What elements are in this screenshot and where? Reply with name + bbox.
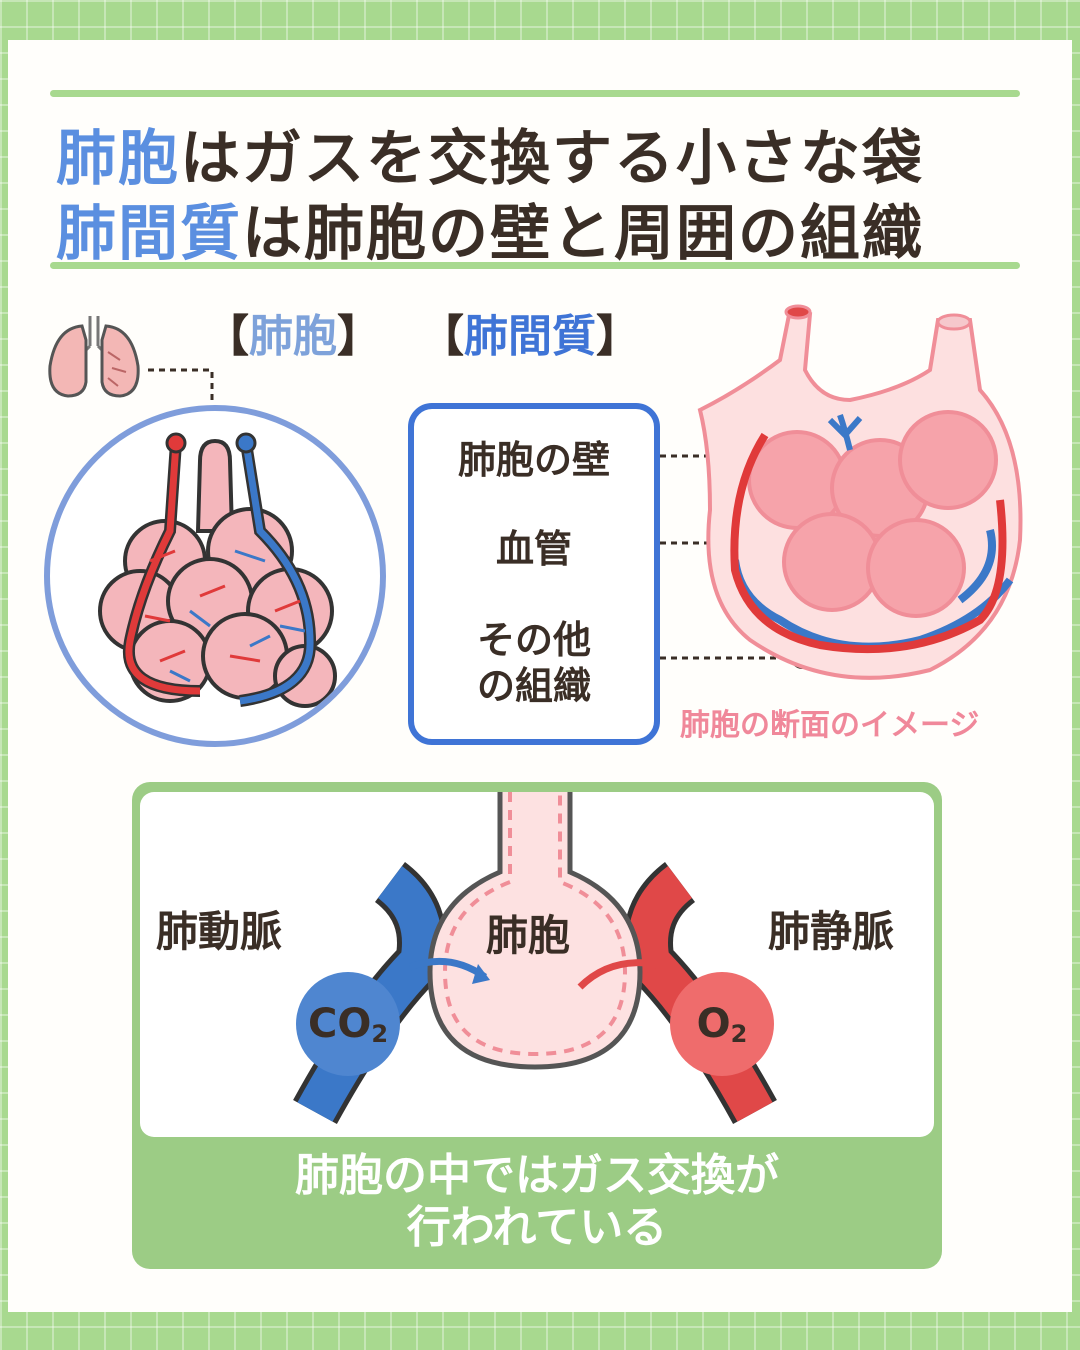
alveoli-cluster-lens	[44, 405, 386, 747]
pulmonary-vein-label: 肺静脈	[768, 907, 895, 956]
list-item-other-tissue: その他 の組織	[476, 618, 591, 708]
title-line-2-text: は肺胞の壁と周囲の組織	[242, 199, 924, 269]
co2-text: CO	[307, 1001, 372, 1047]
o2-subscript: 2	[730, 1020, 748, 1048]
interstitium-heading: 【肺間質】	[420, 311, 640, 362]
title-keyword-alveoli: 肺胞	[56, 124, 180, 194]
title-line-2: 肺間質は肺胞の壁と周囲の組織	[56, 185, 924, 272]
title-line-1: 肺胞はガスを交換する小さな袋	[56, 110, 924, 197]
interstitium-heading-text: 肺間質	[464, 311, 596, 362]
gas-exchange-illustration-area	[140, 792, 934, 1137]
list-item-alveolar-wall: 肺胞の壁	[457, 438, 610, 482]
title-line-1-text: はガスを交換する小さな袋	[180, 124, 924, 194]
co2-subscript: 2	[371, 1020, 389, 1048]
alveoli-heading: 【肺胞】	[205, 311, 381, 362]
alveoli-heading-text: 肺胞	[249, 311, 337, 362]
list-item-blood-vessels: 血管	[495, 527, 572, 571]
cross-section-caption: 肺胞の断面のイメージ	[680, 708, 980, 743]
lungs-icon	[48, 316, 140, 398]
alveolus-label: 肺胞	[486, 911, 571, 960]
gas-exchange-caption-line-1: 肺胞の中ではガス交換が	[295, 1150, 779, 1201]
interstitium-components-box: 肺胞の壁 血管 その他 の組織	[408, 403, 660, 745]
title-top-rule	[50, 90, 1020, 97]
gas-exchange-caption: 肺胞の中ではガス交換が 行われている	[132, 1150, 942, 1254]
alveoli-cross-section	[697, 304, 1023, 680]
title-bottom-rule	[50, 262, 1020, 269]
gas-exchange-illustration	[293, 792, 777, 1125]
alveoli-cluster-illustration	[98, 432, 337, 708]
gas-exchange-caption-line-2: 行われている	[406, 1202, 668, 1253]
title-keyword-interstitium: 肺間質	[56, 199, 242, 269]
pulmonary-artery-label: 肺動脈	[156, 907, 283, 956]
o2-text: O	[696, 1001, 731, 1047]
